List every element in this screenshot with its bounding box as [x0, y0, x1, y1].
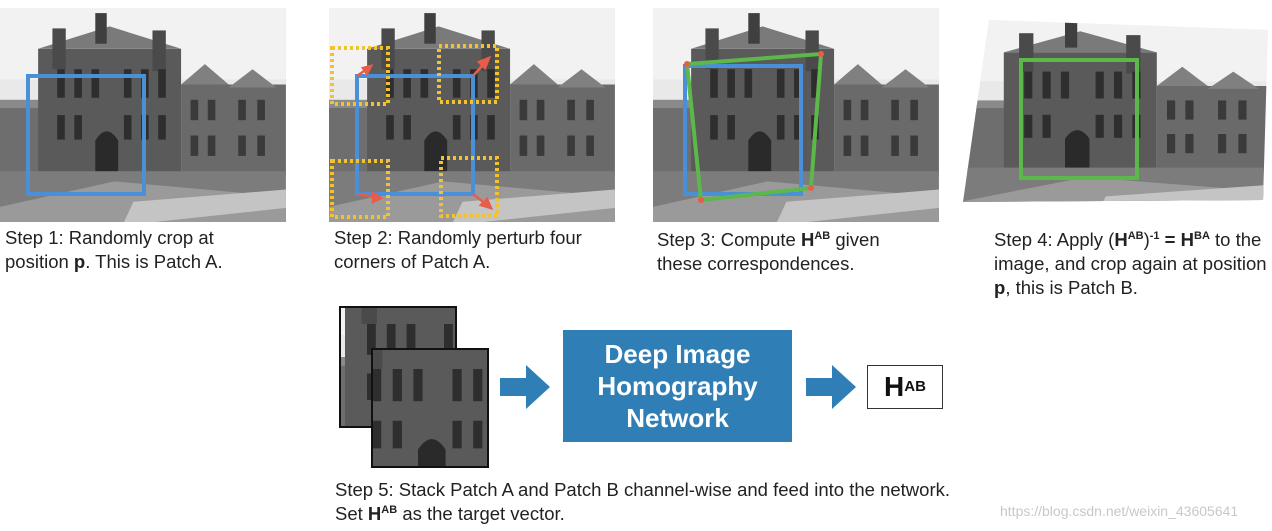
network-box: Deep Image Homography Network — [563, 330, 792, 442]
perturb-region-bl — [330, 159, 390, 219]
flow-arrow-icon — [806, 365, 856, 409]
step1-caption: Step 1: Randomly crop at position p. Thi… — [5, 227, 223, 272]
step2-image — [329, 8, 615, 222]
patch-b-thumbnail — [371, 348, 489, 468]
patch-a-box — [355, 74, 475, 196]
patch-b-box — [1019, 58, 1139, 180]
step5-caption: Step 5: Stack Patch A and Patch B channe… — [335, 479, 950, 524]
watermark: https://blog.csdn.net/weixin_43605641 — [1000, 503, 1239, 519]
patch-a-box — [26, 74, 146, 196]
perturb-region-tl — [330, 46, 390, 106]
perturb-region-br — [439, 156, 499, 218]
perturb-region-tr — [437, 44, 499, 104]
flow-arrow-icon — [500, 365, 550, 409]
step4-caption: Step 4: Apply (HAB)-1 = HBA to the image… — [994, 229, 1267, 298]
step3-image — [653, 8, 939, 222]
step1-image — [0, 8, 286, 222]
step2-caption: Step 2: Randomly perturb four corners of… — [334, 227, 582, 272]
step4-image — [963, 20, 1268, 210]
step3-caption: Step 3: Compute HAB given these correspo… — [657, 229, 880, 274]
